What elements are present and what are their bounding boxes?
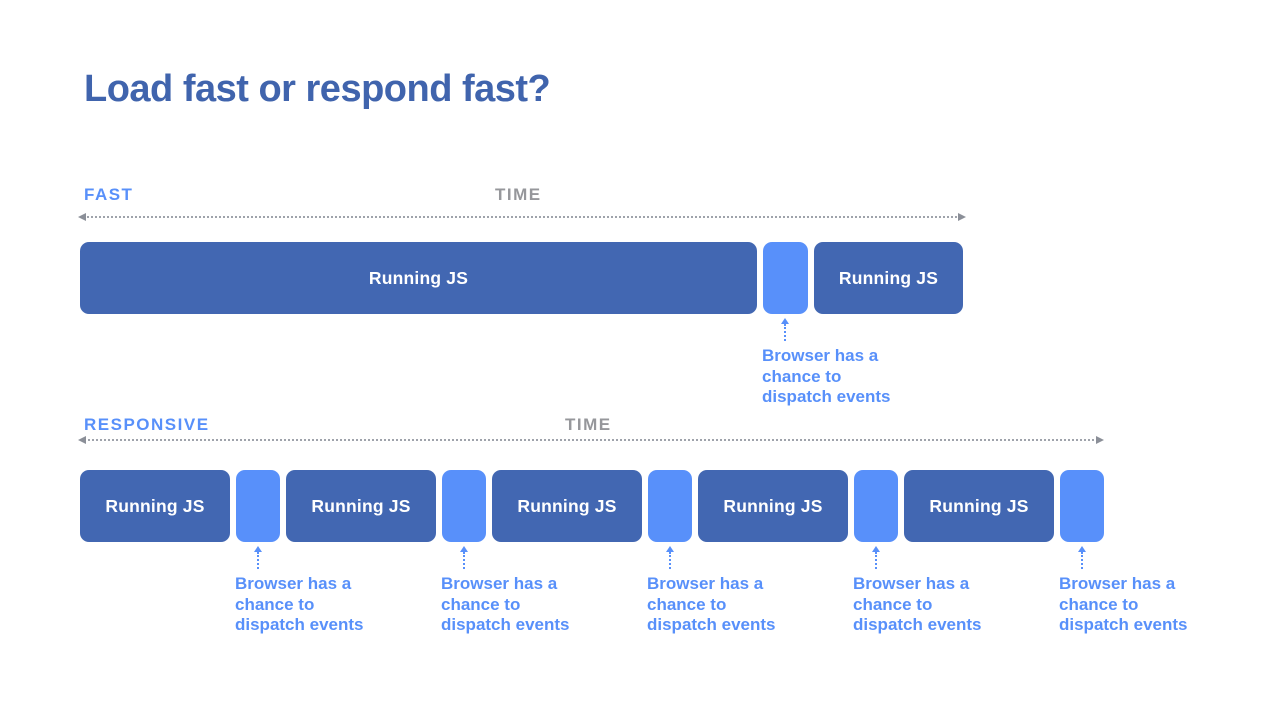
axis-right-arrow-icon	[958, 213, 966, 221]
running-js-label: Running JS	[311, 495, 411, 516]
running-js-bar: Running JS	[492, 470, 642, 542]
fast-bars-row: Running JS Running JS	[80, 242, 963, 314]
responsive-bars-row: Running JS Running JS Running JS Running…	[80, 470, 1104, 542]
annotation-text: Browser has a chance to dispatch events	[853, 574, 982, 634]
fast-timeline-label: FAST	[84, 185, 134, 204]
axis-right-arrow-icon	[1096, 436, 1104, 444]
running-js-bar: Running JS	[698, 470, 848, 542]
fast-time-axis	[78, 213, 966, 221]
axis-left-arrow-icon	[78, 213, 86, 221]
dotted-up-arrow-icon	[666, 546, 674, 569]
dotted-up-arrow-icon	[872, 546, 880, 569]
running-js-label: Running JS	[368, 267, 469, 288]
browser-gap-block	[1060, 470, 1104, 542]
browser-gap-block	[236, 470, 280, 542]
browser-gap-block	[763, 242, 808, 314]
browser-gap-block	[442, 470, 486, 542]
running-js-label: Running JS	[723, 495, 823, 516]
responsive-time-label: TIME	[565, 415, 612, 434]
dotted-up-arrow-icon	[460, 546, 468, 569]
fast-time-label: TIME	[495, 185, 542, 204]
responsive-time-axis	[78, 436, 1104, 444]
running-js-bar: Running JS	[80, 470, 230, 542]
annotation-text: Browser has a chance to dispatch events	[647, 574, 776, 634]
dotted-up-arrow-icon	[1078, 546, 1086, 569]
dotted-up-arrow-icon	[781, 318, 789, 341]
annotation-text: Browser has a chance to dispatch events	[441, 574, 570, 634]
annotation-text: Browser has a chance to dispatch events	[762, 346, 891, 406]
running-js-bar: Running JS	[286, 470, 436, 542]
running-js-label: Running JS	[105, 495, 205, 516]
annotation-text: Browser has a chance to dispatch events	[235, 574, 364, 634]
dotted-up-arrow-icon	[254, 546, 262, 569]
running-js-label: Running JS	[929, 495, 1029, 516]
running-js-bar: Running JS	[814, 242, 963, 314]
running-js-bar: Running JS	[904, 470, 1054, 542]
running-js-bar: Running JS	[80, 242, 757, 314]
annotation-text: Browser has a chance to dispatch events	[1059, 574, 1188, 634]
browser-gap-block	[854, 470, 898, 542]
running-js-label: Running JS	[838, 267, 939, 288]
browser-gap-block	[648, 470, 692, 542]
page-title: Load fast or respond fast?	[84, 68, 551, 110]
running-js-label: Running JS	[517, 495, 617, 516]
axis-left-arrow-icon	[78, 436, 86, 444]
responsive-timeline-label: RESPONSIVE	[84, 415, 210, 434]
